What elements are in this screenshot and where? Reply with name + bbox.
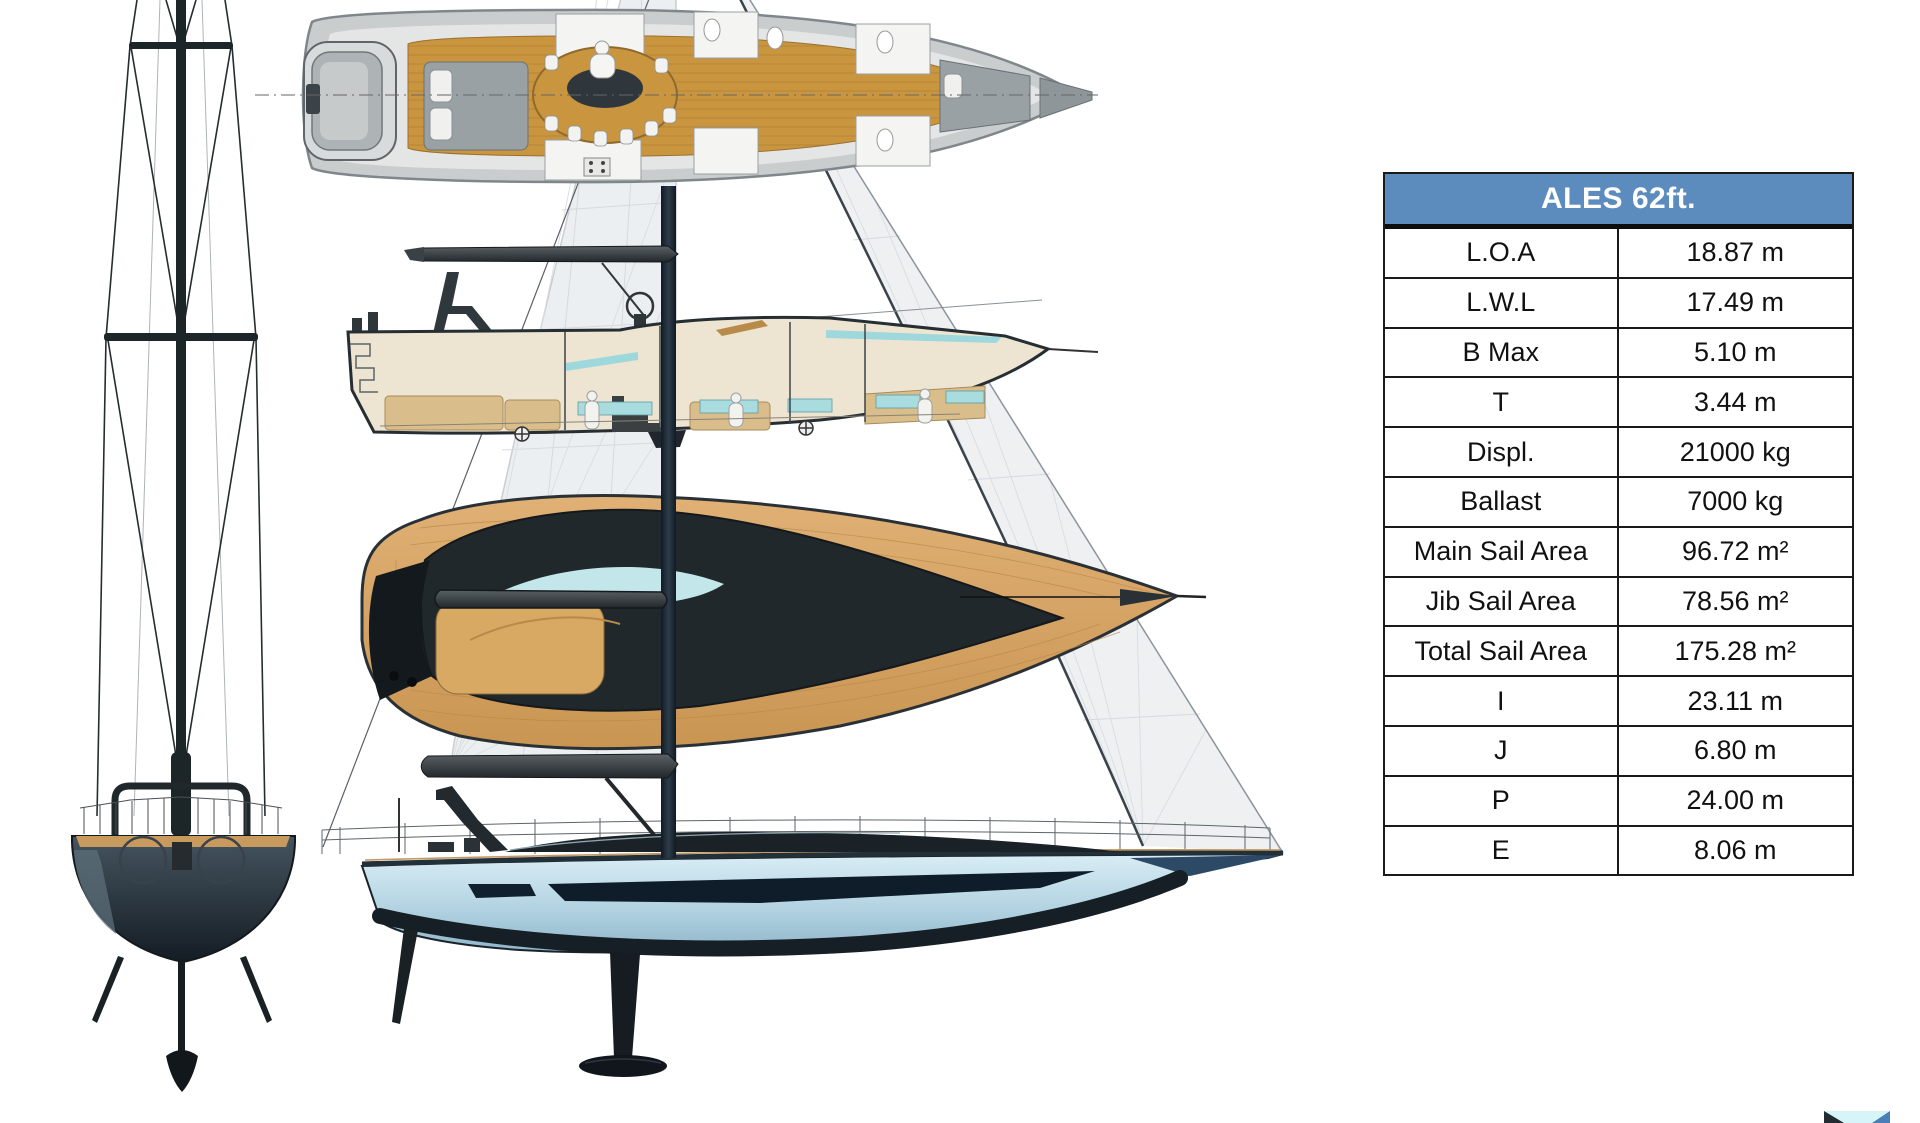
boom-deck: [434, 589, 668, 609]
spec-value: 7000 kg: [1687, 486, 1784, 517]
stove: [583, 157, 611, 177]
beds: [423, 59, 1093, 151]
spec-value: 96.72 m²: [1681, 536, 1789, 567]
mast-front: [176, 0, 186, 836]
toerail: [361, 850, 1284, 867]
spec-row: Total Sail Area 175.28 m²: [1385, 625, 1852, 676]
bow-tip: [1120, 589, 1177, 606]
brand-logo: [1824, 1111, 1890, 1123]
exterior-profile-view: [321, 776, 1284, 1077]
pushpit-rail: [79, 796, 283, 834]
rudder-profile: [392, 928, 418, 1024]
spec-row: E 8.06 m: [1385, 824, 1852, 875]
fixtures: [703, 18, 894, 152]
spec-table: ALES 62ft. L.O.A 18.87 m L.W.L 17.49 m B Max…: [1383, 172, 1854, 877]
hull-window-long: [548, 871, 1095, 903]
spec-label: Ballast: [1385, 477, 1619, 526]
spec-value: 24.00 m: [1686, 785, 1785, 816]
furler-drum-icon: [514, 420, 814, 442]
interior-profile-view: [346, 262, 1099, 448]
wheel-right: [196, 835, 246, 885]
boom-upper: [418, 245, 679, 263]
keel-fin: [610, 952, 640, 1058]
spec-value: 23.11 m: [1687, 685, 1784, 716]
spec-value: 3.44 m: [1693, 386, 1777, 417]
spec-row: J 6.80 m: [1385, 724, 1852, 775]
spec-row: I 23.11 m: [1385, 675, 1852, 725]
jib-sail: [740, 0, 1283, 853]
boom-front-end: [171, 752, 191, 836]
coachroof-glass: [566, 352, 638, 371]
spec-row: Jib Sail Area 78.56 m²: [1385, 575, 1852, 626]
vent-stack: [368, 312, 378, 334]
front-view-rig: [71, 0, 296, 1092]
spec-label: T: [1385, 378, 1619, 427]
spec-row: B Max 5.10 m: [1385, 326, 1852, 377]
spec-row: P 24.00 m: [1385, 774, 1852, 825]
spec-label: Main Sail Area: [1385, 527, 1619, 576]
spec-rows: L.O.A 18.87 m L.W.L 17.49 m B Max 5.10 m T 3.44…: [1385, 229, 1852, 875]
bow-wedge: [1130, 855, 1283, 876]
spec-value: 5.10 m: [1693, 336, 1777, 367]
booms: [404, 245, 679, 779]
transom-facet: [74, 850, 116, 934]
coachroof-profile: [505, 832, 1122, 852]
profile-arch: [432, 272, 498, 338]
spreader-upper: [129, 42, 233, 49]
spec-label: L.O.A: [1385, 229, 1619, 277]
spec-label: Jib Sail Area: [1385, 577, 1619, 626]
spec-value: 8.06 m: [1693, 834, 1777, 865]
vent-stack: [352, 318, 362, 334]
spec-row: L.O.A 18.87 m: [1385, 229, 1852, 277]
rudder-right: [240, 956, 272, 1023]
rudder-left: [92, 956, 124, 1023]
spec-table-title: ALES 62ft.: [1385, 174, 1852, 229]
spec-value: 78.56 m²: [1681, 585, 1789, 616]
spec-label: L.W.L: [1385, 278, 1619, 327]
spec-value: 6.80 m: [1693, 735, 1777, 766]
boom-lower: [420, 753, 679, 779]
antifoul-band: [372, 870, 1188, 957]
spec-label: B Max: [1385, 328, 1619, 377]
profile-arch-aft: [436, 786, 508, 852]
spec-label: I: [1385, 677, 1619, 725]
cockpit-sole: [435, 599, 605, 695]
spec-label: J: [1385, 726, 1619, 775]
spec-value: 175.28 m²: [1674, 635, 1797, 666]
tender-garage: [303, 41, 397, 161]
spec-value: 21000 kg: [1679, 436, 1791, 467]
passerelle: [716, 320, 768, 336]
stern-steps: [350, 343, 378, 393]
wheel-left: [118, 835, 168, 885]
spec-row: Main Sail Area 96.72 m²: [1385, 525, 1852, 576]
stern-arch-front: [111, 782, 251, 845]
aft-deck-gloss: [368, 560, 432, 700]
spec-row: L.W.L 17.49 m: [1385, 276, 1852, 327]
spec-label: Total Sail Area: [1385, 627, 1619, 676]
interior-plan-view: [255, 8, 1098, 184]
spec-label: E: [1385, 826, 1619, 875]
spec-label: Displ.: [1385, 428, 1619, 476]
spreader-lower: [104, 333, 258, 341]
hull-window-small: [468, 884, 536, 898]
spec-value: 17.49 m: [1686, 287, 1785, 318]
keel-bulb-front: [166, 1050, 198, 1092]
spec-row: Displ. 21000 kg: [1385, 426, 1852, 476]
pedestal: [172, 842, 192, 870]
keel-front: [178, 960, 185, 1060]
spec-row: T 3.44 m: [1385, 376, 1852, 427]
vang: [604, 776, 662, 844]
spec-row: Ballast 7000 kg: [1385, 475, 1852, 526]
spec-value: 18.87 m: [1686, 237, 1785, 268]
mast: [661, 186, 676, 858]
spec-label: P: [1385, 776, 1619, 825]
salon-table: [532, 40, 678, 147]
deck-skylight: [826, 330, 1002, 343]
